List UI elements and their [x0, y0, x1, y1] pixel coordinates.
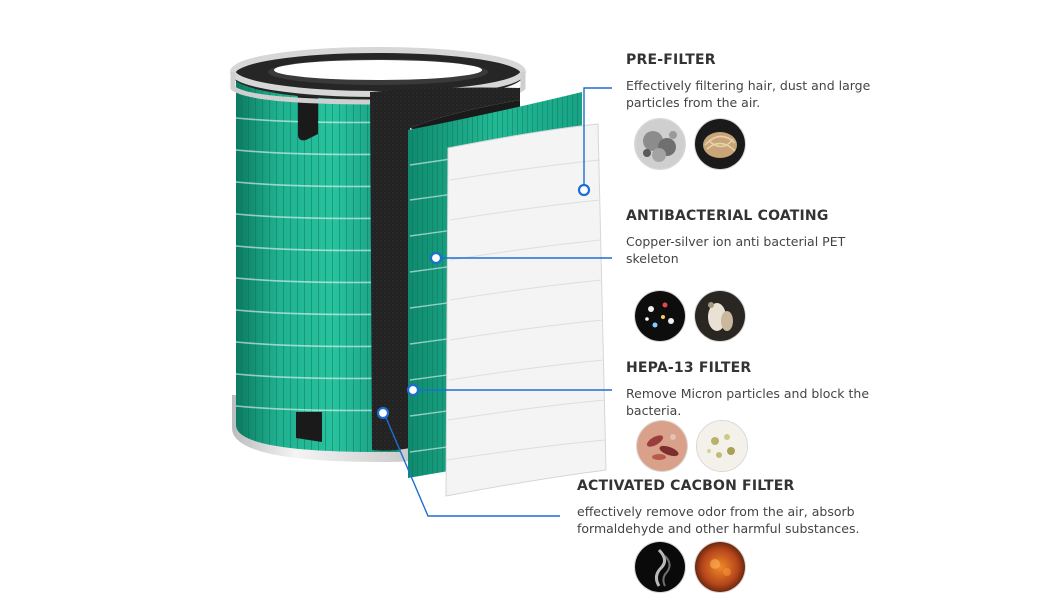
callout-title: HEPA-13 FILTER	[626, 360, 752, 376]
top-pull-tab	[298, 92, 318, 141]
callout-lines	[383, 87, 612, 517]
callout-carbon: ACTIVATED CACBON FILTER effectively remo…	[577, 478, 877, 537]
carbon-dot	[376, 406, 390, 420]
hepa-dot	[406, 383, 420, 397]
callout-title: PRE-FILTER	[626, 52, 716, 68]
odor-icon	[694, 541, 746, 593]
dust-sample-icon	[634, 118, 686, 170]
bottom-pull-tab	[296, 412, 322, 442]
antibacterial-dot	[429, 251, 443, 265]
hepa-thumbnails	[636, 420, 748, 472]
callout-antibacterial: ANTIBACTERIAL COATING Copper-silver ion …	[626, 208, 956, 267]
bacteria-microscope-icon	[634, 290, 686, 342]
callout-title: ACTIVATED CACBON FILTER	[577, 478, 795, 494]
pre-filter-leader-line	[583, 87, 612, 188]
callout-description: effectively remove odor from the air, ab…	[577, 504, 860, 536]
pre-filter-dot	[577, 183, 591, 197]
filter-top-frame	[230, 47, 526, 105]
callout-description: Remove Micron particles and block the ba…	[626, 386, 870, 418]
callout-description: Copper-silver ion anti bacterial PET ske…	[626, 234, 846, 266]
germ-cells-icon	[636, 420, 688, 472]
pollen-sample-icon	[696, 420, 748, 472]
callout-title: ANTIBACTERIAL COATING	[626, 208, 829, 224]
callout-description: Effectively filtering hair, dust and lar…	[626, 78, 871, 110]
callout-dots	[376, 183, 591, 420]
carbon-layer	[370, 87, 520, 451]
smoke-icon	[634, 541, 686, 593]
callout-hepa: HEPA-13 FILTER Remove Micron particles a…	[626, 360, 956, 419]
antibacterial-thumbnails	[634, 290, 746, 342]
pre-filter-thumbnails	[634, 118, 746, 170]
callout-pre-filter: PRE-FILTER Effectively filtering hair, d…	[626, 52, 956, 111]
hair-sample-icon	[694, 118, 746, 170]
carbon-leader-line	[383, 412, 560, 517]
filter-cylinder	[235, 78, 401, 452]
pre-filter-layer	[445, 123, 607, 497]
carbon-thumbnails	[634, 541, 746, 593]
mold-sample-icon	[694, 290, 746, 342]
